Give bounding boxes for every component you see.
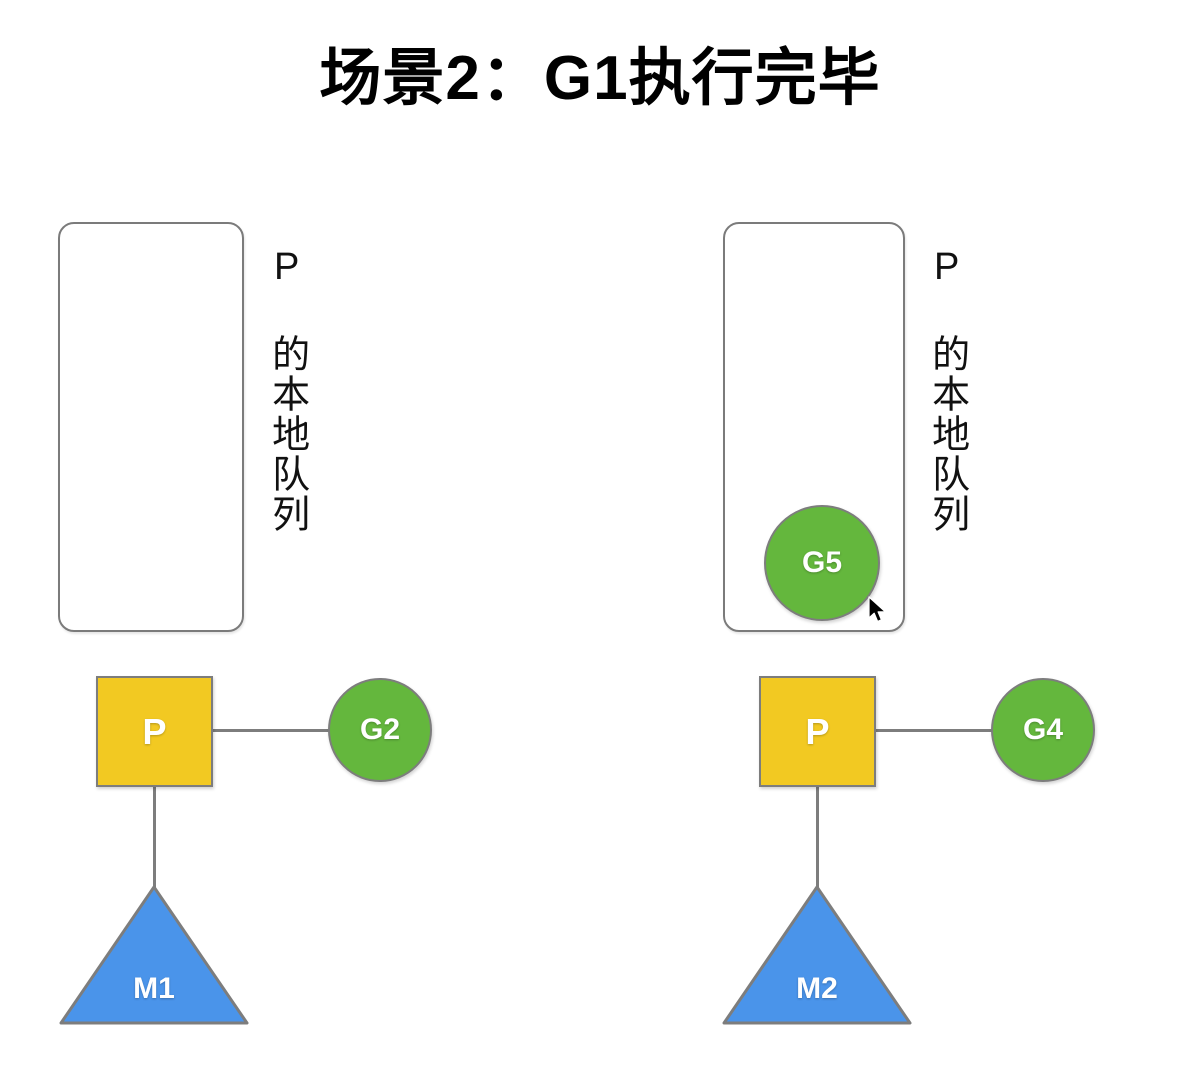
- connector-p-to-goroutine-right: [876, 729, 993, 732]
- connector-p-to-goroutine-left: [213, 729, 330, 732]
- processor-right[interactable]: P: [759, 676, 876, 787]
- connector-p-to-machine-right: [816, 787, 819, 892]
- page-title: 场景2：G1执行完毕: [319, 44, 881, 113]
- goroutine-queued-right[interactable]: G5: [764, 505, 880, 621]
- triangle-shape-right: [722, 885, 912, 1025]
- machine-right[interactable]: M2: [721, 884, 913, 1026]
- goroutine-running-right[interactable]: G4: [991, 678, 1095, 782]
- local-queue-label-left: P 的本地队列: [265, 246, 308, 534]
- connector-p-to-machine-left: [153, 787, 156, 892]
- local-queue-panel-left[interactable]: [58, 222, 244, 632]
- local-queue-label-right: P 的本地队列: [925, 246, 968, 534]
- goroutine-running-left[interactable]: G2: [328, 678, 432, 782]
- machine-left[interactable]: M1: [58, 884, 250, 1026]
- triangle-shape-left: [59, 885, 249, 1025]
- cursor-arrow-glyph: [868, 596, 886, 622]
- processor-left[interactable]: P: [96, 676, 213, 787]
- mouse-pointer-icon: [868, 596, 890, 626]
